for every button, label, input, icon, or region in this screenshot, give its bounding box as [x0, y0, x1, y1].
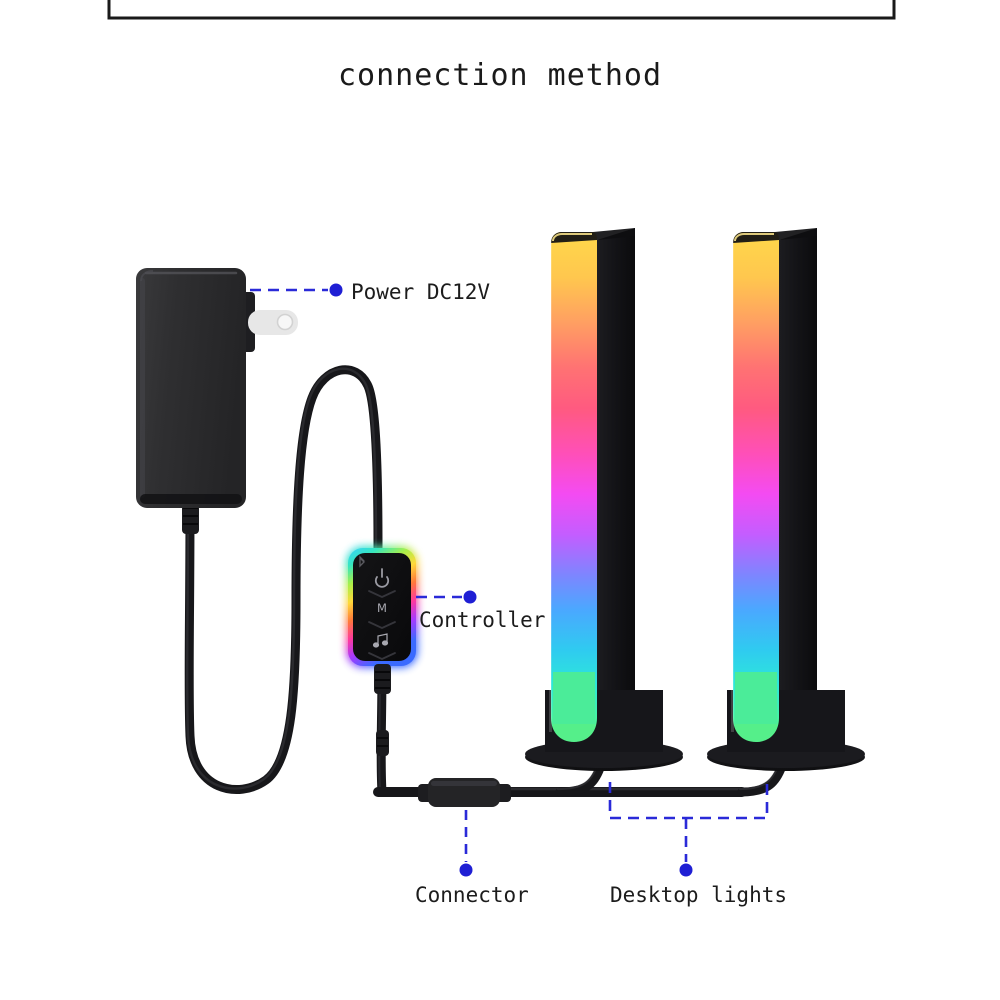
callout-connector-dot [459, 863, 473, 877]
rgb-controller[interactable]: M [346, 546, 418, 668]
callout-label-controller: Controller [419, 608, 546, 632]
callout-label-power: Power DC12V [351, 280, 491, 304]
callout-connector [459, 810, 473, 877]
light-bar-right [707, 228, 865, 771]
controller-body [353, 553, 411, 661]
controller-strain-relief [374, 664, 391, 756]
music-button[interactable] [372, 633, 389, 648]
mode-button-label: M [377, 601, 387, 615]
chevron-divider-3 [368, 652, 396, 660]
top-frame-box [107, 0, 896, 20]
page-title: connection method [337, 58, 663, 93]
callout-desktop-lights [608, 782, 769, 862]
cable-adapter-to-controller [184, 365, 383, 794]
callout-label-connector: Connector [415, 883, 529, 907]
callout-label-desktop-lights: Desktop lights [610, 883, 788, 907]
bluetooth-icon [359, 555, 365, 568]
cable-group [184, 365, 791, 797]
inline-connector [418, 778, 511, 807]
chevron-divider-2 [368, 621, 396, 629]
light-bar-left [525, 228, 683, 771]
mode-button[interactable]: M [377, 601, 387, 615]
power-button[interactable] [374, 568, 390, 588]
callouts-group [250, 283, 769, 877]
callout-controller-dot [463, 590, 477, 604]
adapter-prong [248, 310, 298, 335]
callout-controller [416, 590, 477, 604]
power-adapter [136, 268, 298, 508]
callout-power [250, 283, 343, 297]
callout-power-dot [329, 283, 343, 297]
callout-desktop-dot [679, 863, 693, 877]
chevron-divider-1 [368, 590, 396, 598]
callout-desktop-bracket [608, 782, 769, 820]
